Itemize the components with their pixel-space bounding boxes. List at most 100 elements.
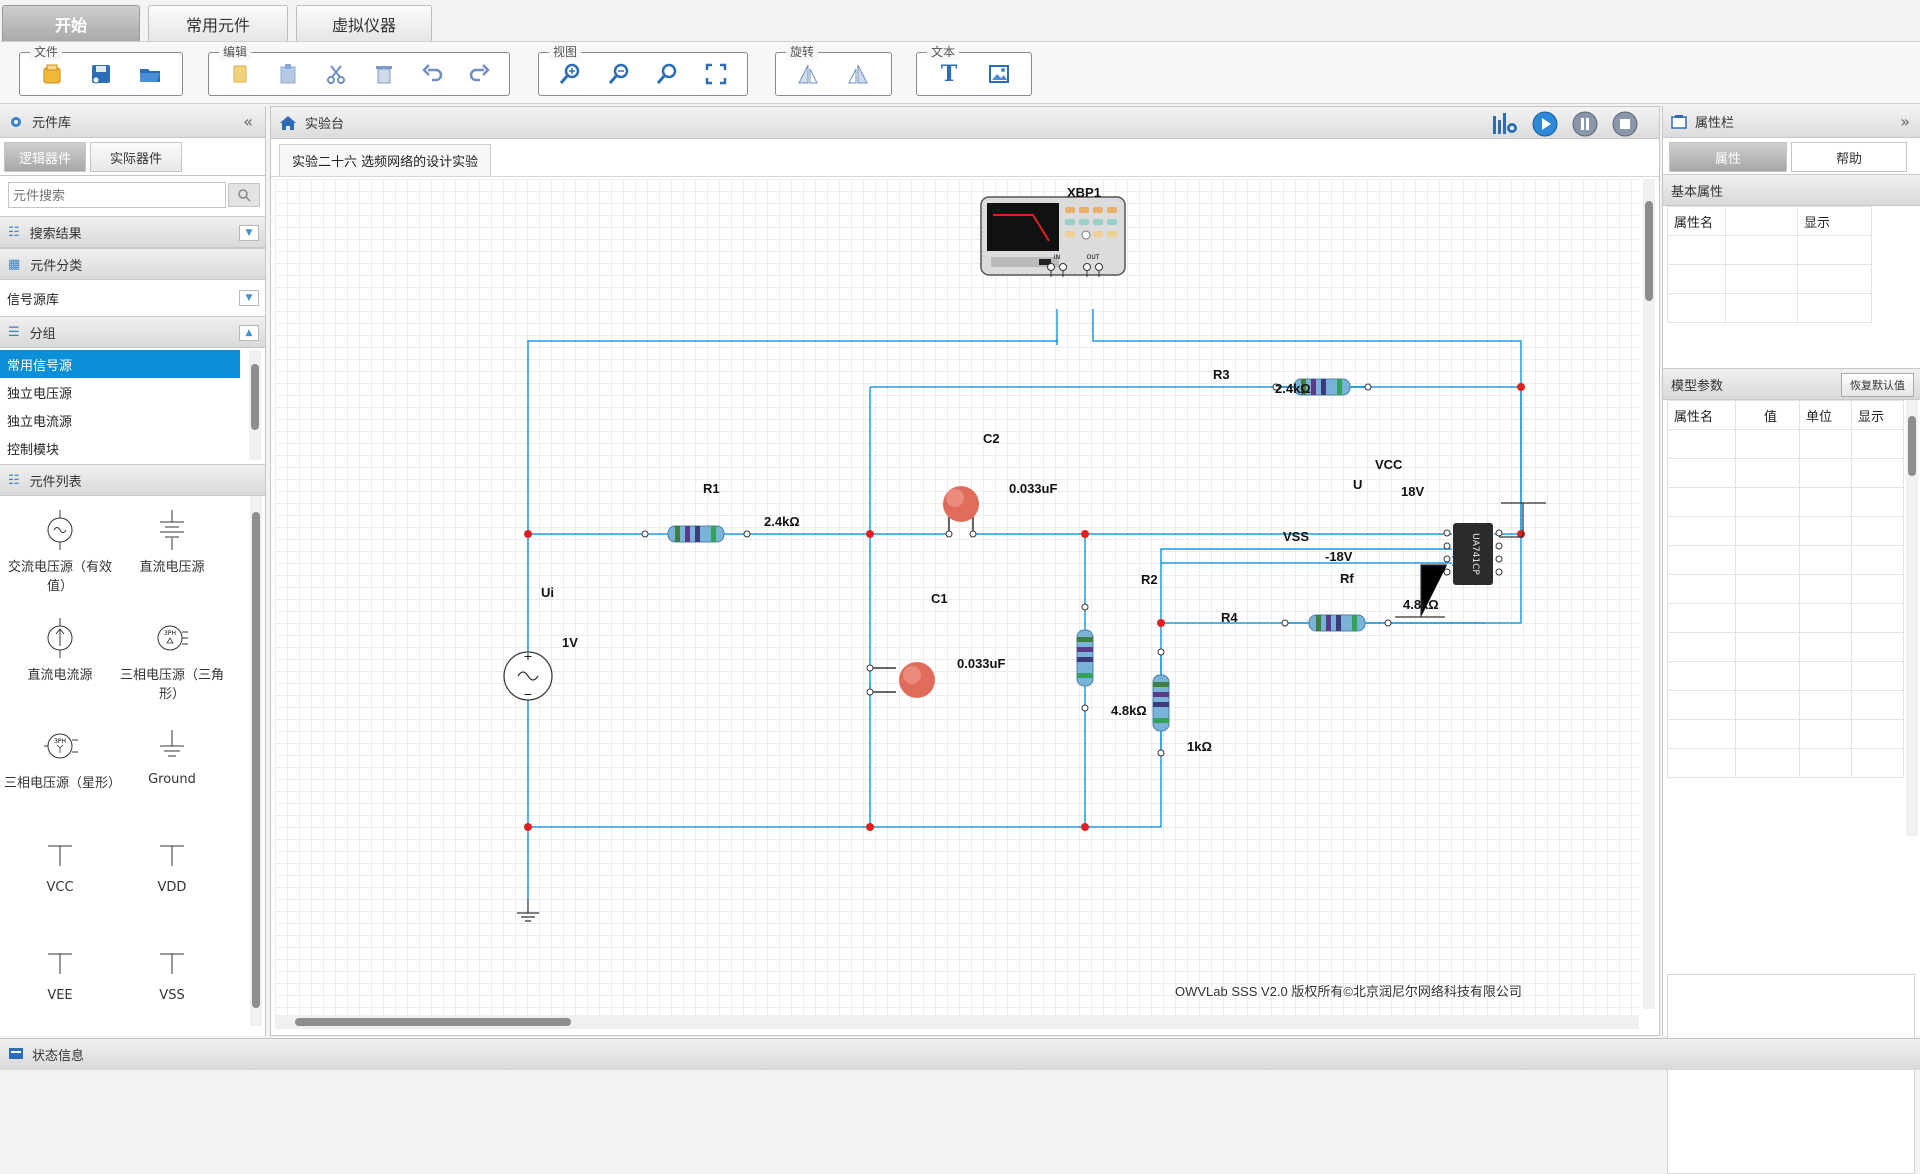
- tab-help[interactable]: 帮助: [1791, 142, 1907, 172]
- chevron-down-icon[interactable]: ▼: [239, 225, 259, 241]
- new-file-icon[interactable]: [38, 60, 65, 88]
- save-icon[interactable]: [87, 60, 114, 88]
- tab-real-devices[interactable]: 实际器件: [90, 142, 182, 172]
- list-icon: ☷: [8, 224, 20, 240]
- zoom-fit-icon[interactable]: [654, 60, 681, 88]
- component-label: 交流电压源（有效值）: [7, 560, 112, 594]
- group-item[interactable]: 控制模块: [7, 442, 60, 458]
- copy-icon[interactable]: [227, 60, 253, 88]
- schematic-canvas[interactable]: + −: [275, 179, 1639, 1023]
- ui-name: Ui: [541, 585, 554, 600]
- group-item[interactable]: 常用信号源: [0, 350, 240, 378]
- component-item[interactable]: Ground: [116, 720, 228, 828]
- group-item[interactable]: 独立电压源: [7, 386, 73, 402]
- search-input[interactable]: [8, 182, 226, 208]
- tab-properties[interactable]: 属性: [1669, 142, 1787, 172]
- status-icon: [8, 1046, 24, 1064]
- component-label: 直流电流源: [27, 668, 93, 683]
- toolbar-group-label: 视图: [549, 43, 582, 60]
- tab-logic-devices[interactable]: 逻辑器件: [4, 142, 86, 172]
- restore-defaults-button[interactable]: 恢复默认值: [1841, 373, 1914, 397]
- chevron-up-icon[interactable]: ▲: [239, 325, 259, 341]
- basic-properties-table: 属性名显示: [1663, 206, 1920, 346]
- search-icon[interactable]: [228, 183, 260, 207]
- capacitor-c1[interactable]: [866, 662, 935, 698]
- workbench-title: 实验台: [305, 117, 345, 132]
- insert-image-icon[interactable]: [985, 60, 1013, 88]
- zoom-out-icon[interactable]: [606, 60, 633, 88]
- group-item[interactable]: 独立电流源: [7, 414, 73, 430]
- vss-label: VSS: [1283, 529, 1310, 544]
- undo-icon[interactable]: [419, 60, 445, 88]
- collapse-left-icon[interactable]: «: [243, 112, 253, 131]
- rotate-left-icon[interactable]: [794, 60, 822, 88]
- c1-value: 0.033uF: [957, 656, 1006, 671]
- toolbar-group-text: 文本 T: [916, 43, 1032, 96]
- column-header: 属性名: [1667, 206, 1726, 236]
- component-item[interactable]: VEE: [4, 936, 116, 1044]
- category-select[interactable]: 信号源库 ▼: [0, 280, 265, 316]
- model-params-scrollbar[interactable]: [1906, 400, 1918, 836]
- ac-source-ui[interactable]: + −: [503, 647, 553, 706]
- component-item[interactable]: VCC: [4, 828, 116, 936]
- component-item[interactable]: 3PH 三相电压源（三角形）: [116, 612, 228, 720]
- svg-text:−: −: [523, 688, 532, 701]
- resistor-r3[interactable]: [1272, 378, 1372, 396]
- resistor-rf[interactable]: [1281, 614, 1392, 632]
- component-item[interactable]: VSS: [116, 936, 228, 1044]
- run-simulation-icon[interactable]: [1531, 110, 1559, 142]
- svg-text:OUT: OUT: [1087, 254, 1100, 261]
- document-tab-bar: 实验二十六 选频网络的设计实验: [271, 139, 1659, 177]
- opamp-u[interactable]: UA741CP: [1443, 523, 1503, 585]
- resistor-r2[interactable]: [1152, 648, 1170, 757]
- component-library-title: 元件库: [32, 116, 72, 131]
- resistor-r1[interactable]: [641, 525, 751, 543]
- chevron-down-icon[interactable]: ▼: [239, 290, 259, 306]
- tab-virtual-instruments[interactable]: 虚拟仪器: [296, 5, 432, 41]
- vss-symbol[interactable]: [1395, 564, 1447, 618]
- component-item[interactable]: 交流电压源（有效值）: [4, 504, 116, 612]
- rotate-right-icon[interactable]: [844, 60, 872, 88]
- component-item[interactable]: 3PH 三相电压源（星形）: [4, 720, 121, 828]
- delete-icon[interactable]: [371, 60, 397, 88]
- ui-value: 1V: [562, 635, 578, 650]
- zoom-in-icon[interactable]: [557, 60, 584, 88]
- pause-simulation-icon[interactable]: [1571, 110, 1599, 142]
- cut-icon[interactable]: [323, 60, 349, 88]
- capacitor-c2[interactable]: [943, 486, 979, 538]
- analysis-settings-icon[interactable]: [1491, 110, 1519, 142]
- model-params-label: 模型参数: [1671, 378, 1724, 394]
- canvas-horizontal-scrollbar[interactable]: [275, 1015, 1639, 1029]
- component-item[interactable]: 直流电压源: [116, 504, 228, 612]
- group-header[interactable]: ☰ 分组 ▲: [0, 316, 265, 348]
- dc-voltage-source-icon: [160, 510, 184, 550]
- r1-name: R1: [703, 481, 720, 496]
- category-header-label: 元件分类: [30, 258, 83, 274]
- component-item[interactable]: VDD: [116, 828, 228, 936]
- collapse-right-icon[interactable]: »: [1900, 112, 1910, 131]
- rf-name: Rf: [1340, 571, 1354, 586]
- svg-text:3PH: 3PH: [54, 738, 66, 745]
- insert-text-icon[interactable]: T: [940, 61, 958, 87]
- properties-title: 属性栏: [1695, 116, 1735, 131]
- component-list-header: ☷ 元件列表: [0, 464, 265, 496]
- paste-icon[interactable]: [275, 60, 301, 88]
- redo-icon[interactable]: [467, 60, 493, 88]
- column-header: 属性名: [1667, 400, 1736, 430]
- fullscreen-icon[interactable]: [703, 60, 730, 88]
- open-folder-icon[interactable]: [137, 60, 164, 88]
- tab-document[interactable]: 实验二十六 选频网络的设计实验: [279, 144, 492, 176]
- component-item[interactable]: 直流电流源: [4, 612, 116, 720]
- tab-start[interactable]: 开始: [2, 5, 140, 41]
- stop-simulation-icon[interactable]: [1611, 110, 1639, 142]
- ground-symbol[interactable]: [517, 899, 539, 922]
- group-list-scrollbar[interactable]: [249, 350, 261, 460]
- tab-common-components[interactable]: 常用元件: [148, 5, 288, 41]
- canvas-vertical-scrollbar[interactable]: [1643, 179, 1655, 1009]
- resistor-r4[interactable]: [1076, 603, 1094, 712]
- search-results-header[interactable]: ☷ 搜索结果 ▼: [0, 216, 265, 248]
- bode-plotter-xbp1[interactable]: IN OUT: [980, 196, 1126, 277]
- schematic: + −: [503, 196, 1546, 922]
- vcc-symbol[interactable]: [1499, 502, 1546, 538]
- component-list-scrollbar[interactable]: [250, 496, 262, 1026]
